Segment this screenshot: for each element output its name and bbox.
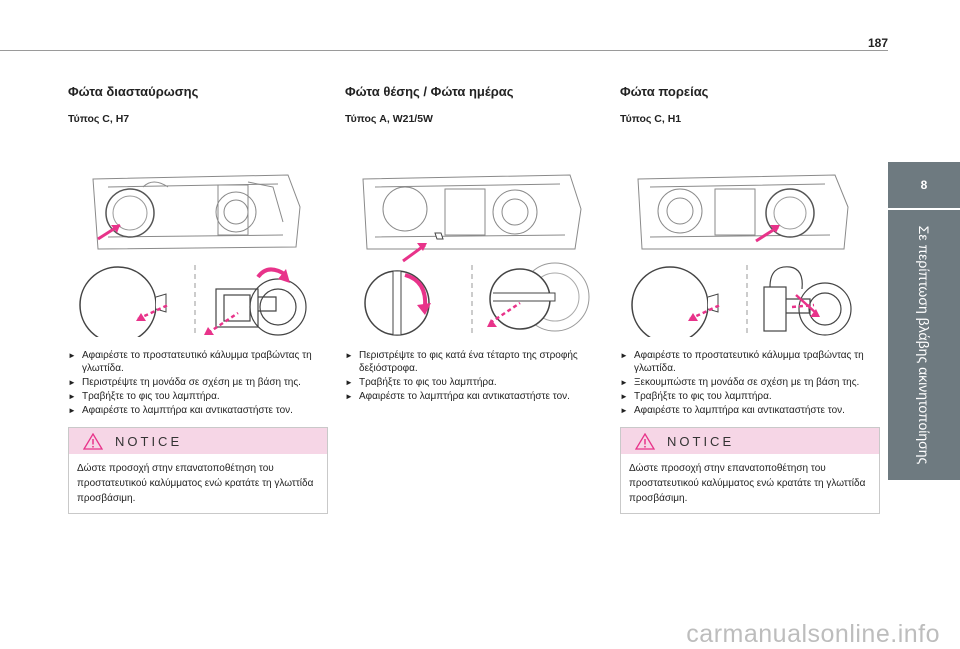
- steps-list: ►Αφαιρέστε το προστατευτικό κάλυμμα τραβ…: [620, 349, 878, 417]
- list-item: ►Ξεκουμπώστε τη μονάδα σε σχέση με τη βά…: [620, 377, 860, 388]
- warning-triangle-icon: [635, 433, 655, 450]
- list-item: ►Αφαιρέστε το προστατευτικό κάλυμμα τραβ…: [620, 350, 864, 374]
- section-high-beam: Φώτα πορείας Τύπος C, H1: [620, 84, 880, 514]
- illustration-low-beam: [68, 137, 326, 337]
- list-item: ►Αφαιρέστε το λαμπτήρα και αντικαταστήστ…: [345, 391, 570, 402]
- list-item: ► Περιστρέψτε τη μονάδα σε σχέση με τη β…: [68, 377, 301, 388]
- section-low-beam: Φώτα διασταύρωσης Τύπος C, H7: [68, 84, 328, 514]
- arrow-right-icon: ►: [345, 351, 353, 360]
- list-item: ►Αφαιρέστε το προστατευτικό κάλυμμα τραβ…: [68, 350, 312, 374]
- arrow-right-icon: ►: [620, 392, 628, 401]
- headlamp-diagram-icon: [631, 174, 852, 337]
- steps-list: ►Αφαιρέστε το προστατευτικό κάλυμμα τραβ…: [68, 349, 326, 417]
- arrow-right-icon: ►: [345, 392, 353, 401]
- list-item: ►Τραβήξτε το φις του λαμπτήρα.: [620, 391, 772, 402]
- chapter-side-tab[interactable]: Σε περίπτωση βλάβης ακινητοποίησης: [888, 210, 960, 480]
- notice-box: NOTICE Δώστε προσοχή στην επανατοποθέτησ…: [620, 427, 880, 514]
- illustration-position-lights: [345, 137, 603, 337]
- notice-text: Δώστε προσοχή στην επανατοποθέτηση του π…: [77, 463, 314, 504]
- section-title: Φώτα πορείας: [620, 84, 709, 99]
- section-title: Φώτα θέσης / Φώτα ημέρας: [345, 84, 514, 99]
- headlamp-diagram-icon: [362, 174, 590, 337]
- steps-list: ►Περιστρέψτε το φις κατά ένα τέταρτο της…: [345, 349, 603, 403]
- notice-box: NOTICE Δώστε προσοχή στην επανατοποθέτησ…: [68, 427, 328, 514]
- chapter-title: Σε περίπτωση βλάβης ακινητοποίησης: [916, 225, 932, 465]
- section-position-lights: Φώτα θέσης / Φώτα ημέρας Τύπος A, W21/5W: [345, 84, 603, 404]
- notice-header: NOTICE: [69, 428, 327, 454]
- arrow-right-icon: ►: [68, 392, 76, 401]
- notice-heading: NOTICE: [667, 434, 735, 449]
- arrow-right-icon: ►: [620, 406, 628, 415]
- arrow-right-icon: ►: [345, 378, 353, 387]
- list-item: ►Τραβήξτε το φις του λαμπτήρα.: [345, 377, 497, 388]
- list-item: ►Περιστρέψτε το φις κατά ένα τέταρτο της…: [345, 350, 578, 374]
- arrow-right-icon: ►: [620, 351, 628, 360]
- section-subtitle: Τύπος C, H1: [620, 113, 682, 125]
- chapter-tab[interactable]: 8: [888, 162, 960, 208]
- arrow-right-icon: ►: [68, 351, 76, 360]
- notice-header: NOTICE: [621, 428, 879, 454]
- header-rule: [0, 50, 888, 51]
- notice-heading: NOTICE: [115, 434, 183, 449]
- headlamp-diagram-icon: [79, 174, 307, 337]
- section-subtitle: Τύπος C, H7: [68, 113, 130, 125]
- illustration-high-beam: [620, 137, 878, 337]
- list-item: ►Αφαιρέστε το λαμπτήρα και αντικαταστήστ…: [620, 405, 845, 416]
- notice-text: Δώστε προσοχή στην επανατοποθέτηση του π…: [629, 463, 866, 504]
- page-number: 187: [868, 36, 889, 50]
- list-item: ►Αφαιρέστε το λαμπτήρα και αντικαταστήστ…: [68, 405, 293, 416]
- arrow-right-icon: ►: [68, 378, 76, 387]
- watermark: carmanualsonline.info: [686, 620, 940, 648]
- section-subtitle: Τύπος A, W21/5W: [345, 113, 433, 125]
- arrow-right-icon: ►: [68, 406, 76, 415]
- warning-triangle-icon: [83, 433, 103, 450]
- section-title: Φώτα διασταύρωσης: [68, 84, 199, 99]
- list-item: ►Τραβήξτε το φις του λαμπτήρα.: [68, 391, 220, 402]
- arrow-right-icon: ►: [620, 378, 628, 387]
